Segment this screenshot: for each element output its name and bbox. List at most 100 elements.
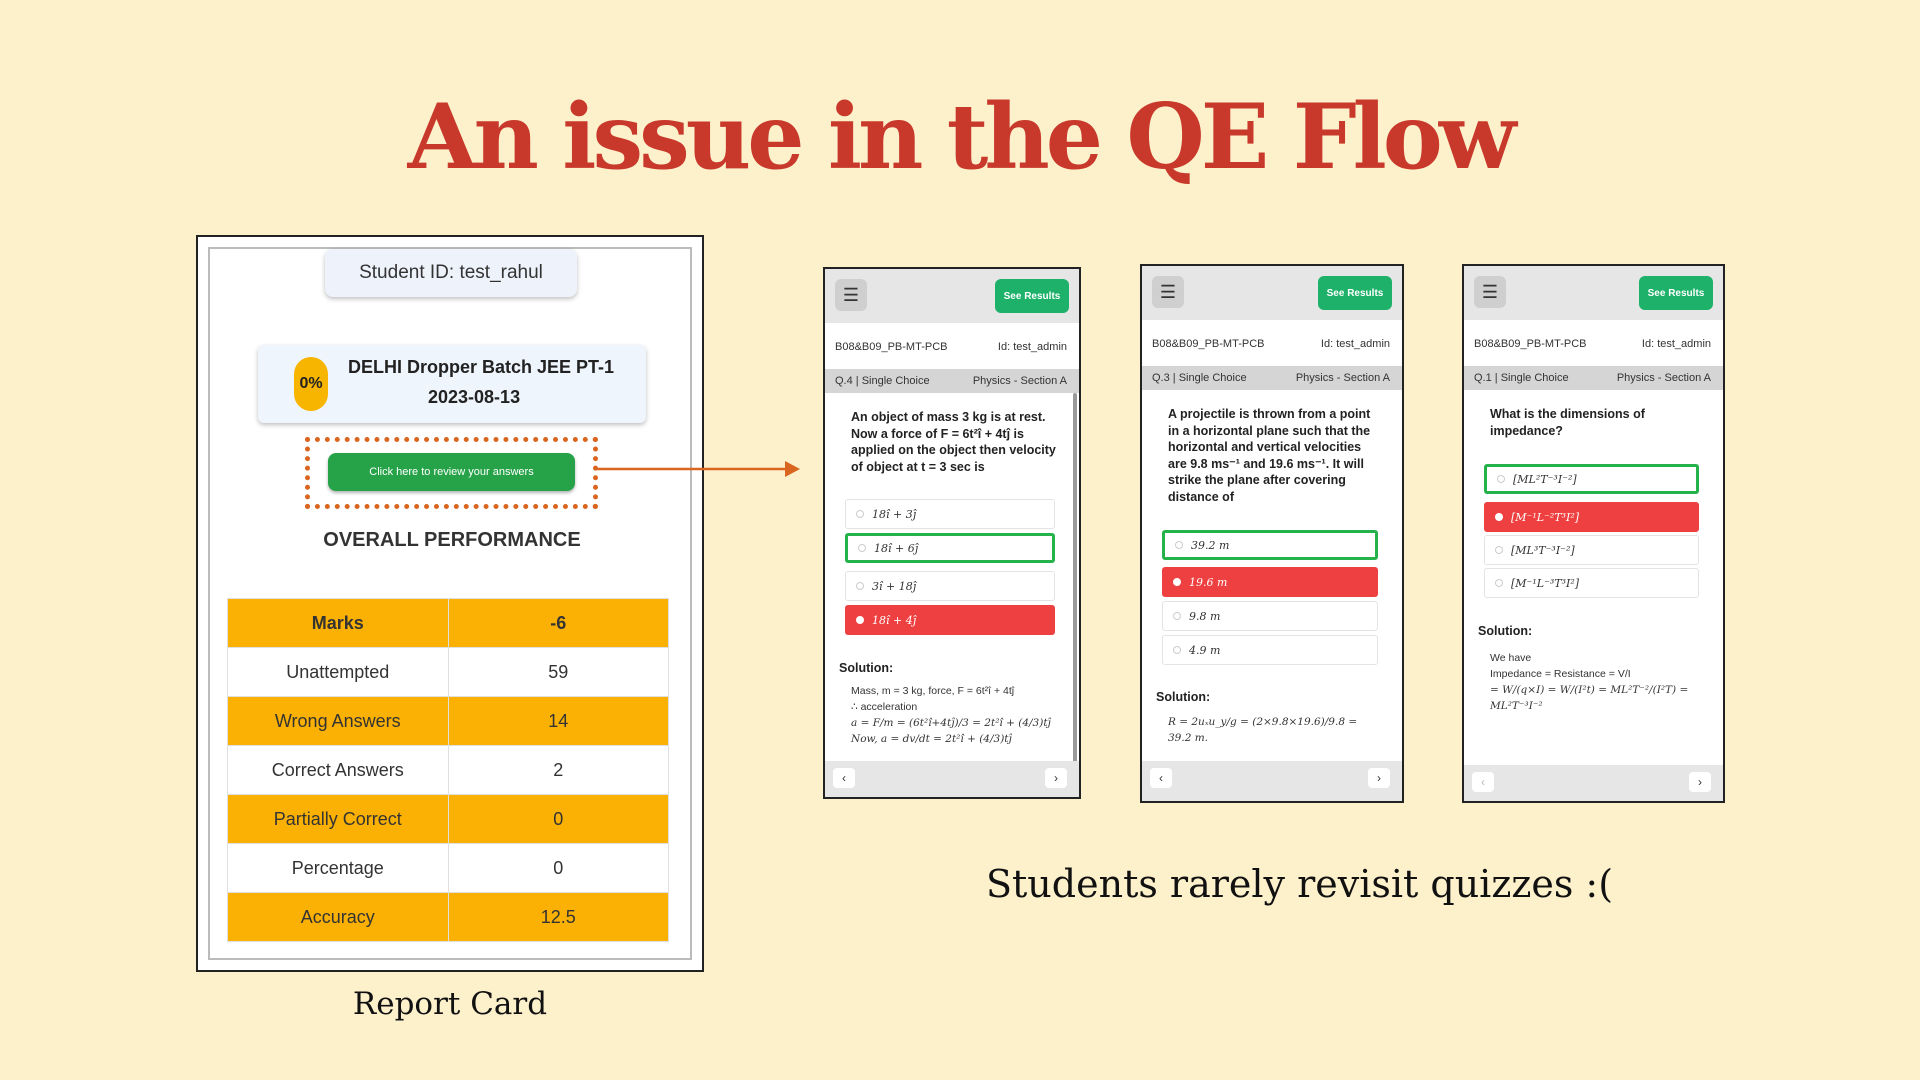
phone-header: ☰ See Results [1464,266,1723,320]
chevron-right-icon[interactable]: › [1045,768,1067,788]
row-value: -6 [447,598,669,648]
phone-footer: ‹ › [825,761,1079,797]
batch-card[interactable]: 0% DELHI Dropper Batch JEE PT-1 2023-08-… [258,345,646,423]
tagline: Students rarely revisit quizzes :( [986,862,1614,906]
radio-icon [856,582,864,590]
option-label: 18î + 4ĵ [872,613,917,627]
radio-icon [1495,513,1503,521]
hamburger-icon[interactable]: ☰ [1152,276,1184,308]
row-label: Partially Correct [227,794,449,844]
question-bar: Q.4 | Single Choice Physics - Section A [825,369,1079,393]
chevron-right-icon[interactable]: › [1689,772,1711,792]
table-row: Marks -6 [227,598,669,648]
report-card-caption: Report Card [352,986,548,1022]
percent-badge: 0% [294,357,328,411]
radio-icon [1173,646,1181,654]
table-row: Correct Answers 2 [227,745,669,795]
question-text: What is the dimensions of impedance? [1490,407,1645,438]
solution-line: = W/(q×I) = W/(I²t) = ML²T⁻²/(I²T) = ML²… [1490,684,1689,712]
see-results-button[interactable]: See Results [1318,276,1392,310]
option-a[interactable]: 18î + 3ĵ [845,499,1055,529]
option-d-selected-wrong[interactable]: 18î + 4ĵ [845,605,1055,635]
chevron-right-icon[interactable]: › [1368,768,1390,788]
radio-icon [1497,475,1505,483]
phone-footer: ‹ › [1142,761,1402,801]
report-card-frame: Student ID: test_rahul 0% DELHI Dropper … [196,235,704,972]
solution-text: Mass, m = 3 kg, force, F = 6t²î + 4tĵ ∴ … [851,683,1059,747]
table-row: Percentage 0 [227,843,669,893]
radio-icon [1495,546,1503,554]
solution-text: R = 2uₓu_y/g = (2×9.8×19.6)/9.8 = 39.2 m… [1168,714,1382,746]
option-c[interactable]: [ML³T⁻³I⁻²] [1484,535,1699,565]
option-d[interactable]: [M⁻¹L⁻³T³I²] [1484,568,1699,598]
solution-line: R = 2uₓu_y/g = (2×9.8×19.6)/9.8 = 39.2 m… [1168,716,1358,744]
test-meta: B08&B09_PB-MT-PCB Id: test_admin [1464,320,1723,366]
option-label: [M⁻¹L⁻³T³I²] [1511,576,1580,590]
row-value: 14 [447,696,669,746]
hamburger-icon[interactable]: ☰ [835,279,867,311]
solution-title: Solution: [1478,624,1533,638]
hamburger-icon[interactable]: ☰ [1474,276,1506,308]
user-id: Id: test_admin [1320,338,1390,350]
option-label: [M⁻¹L⁻²T³I²] [1511,510,1580,524]
solution-line: a = F/m = (6t²î+4tĵ)/3 = 2t²î + (4/3)tĵ [851,717,1051,729]
chevron-left-icon[interactable]: ‹ [833,768,855,788]
see-results-button[interactable]: See Results [995,279,1069,313]
test-meta: B08&B09_PB-MT-PCB Id: test_admin [825,323,1079,369]
option-a-correct[interactable]: 39.2 m [1162,530,1378,560]
option-b-correct[interactable]: 18î + 6ĵ [845,533,1055,563]
batch-date: 2023-08-13 [428,387,521,407]
chevron-left-icon[interactable]: ‹ [1150,768,1172,788]
option-label: [ML³T⁻³I⁻²] [1511,543,1575,557]
option-d[interactable]: 4.9 m [1162,635,1378,665]
question-bar: Q.3 | Single Choice Physics - Section A [1142,366,1402,390]
phone-screen-q1: ☰ See Results B08&B09_PB-MT-PCB Id: test… [1462,264,1725,803]
option-c[interactable]: 9.8 m [1162,601,1378,631]
table-row: Partially Correct 0 [227,794,669,844]
radio-icon [1173,612,1181,620]
user-id: Id: test_admin [997,341,1067,353]
row-label: Percentage [227,843,449,893]
scrollbar[interactable] [1073,393,1077,773]
row-label: Unattempted [227,647,449,697]
row-value: 2 [447,745,669,795]
option-b-selected-wrong[interactable]: 19.6 m [1162,567,1378,597]
review-answers-button[interactable]: Click here to review your answers [328,453,575,491]
radio-icon [1175,541,1183,549]
solution-title: Solution: [839,661,894,675]
phone-header: ☰ See Results [1142,266,1402,320]
phone-screen-q3: ☰ See Results B08&B09_PB-MT-PCB Id: test… [1140,264,1404,803]
phone-header: ☰ See Results [825,269,1079,323]
option-c[interactable]: 3î + 18ĵ [845,571,1055,601]
radio-icon [856,616,864,624]
option-b-selected-wrong[interactable]: [M⁻¹L⁻²T³I²] [1484,502,1699,532]
option-label: 39.2 m [1191,538,1230,552]
question-number: Q.1 | Single Choice [1474,372,1569,384]
performance-table: Marks -6 Unattempted 59 Wrong Answers 14… [227,598,669,942]
chevron-left-icon[interactable]: ‹ [1472,772,1494,792]
solution-line: ∴ acceleration [851,701,918,713]
row-label: Marks [227,598,449,648]
solution-title: Solution: [1156,690,1211,704]
overall-performance-title: OVERALL PERFORMANCE [323,529,581,551]
option-label: 9.8 m [1189,609,1221,623]
solution-text: We have Impedance = Resistance = V/I = W… [1490,650,1703,714]
option-a-correct[interactable]: [ML²T⁻³I⁻²] [1484,464,1699,494]
see-results-button[interactable]: See Results [1639,276,1713,310]
user-id: Id: test_admin [1641,338,1711,350]
batch-name: DELHI Dropper Batch JEE PT-1 [348,357,615,377]
row-label: Wrong Answers [227,696,449,746]
student-id-chip: Student ID: test_rahul [325,249,577,297]
solution-line: We have [1490,652,1532,664]
row-value: 12.5 [447,892,669,942]
option-label: 4.9 m [1189,643,1221,657]
section-label: Physics - Section A [1616,372,1711,384]
option-label: 18î + 6ĵ [874,541,919,555]
radio-icon [856,510,864,518]
solution-line: Now, a = dv/dt = 2t²î + (4/3)tĵ [851,733,1012,745]
table-row: Unattempted 59 [227,647,669,697]
radio-icon [1173,578,1181,586]
row-value: 59 [447,647,669,697]
option-label: 18î + 3ĵ [872,507,917,521]
radio-icon [858,544,866,552]
